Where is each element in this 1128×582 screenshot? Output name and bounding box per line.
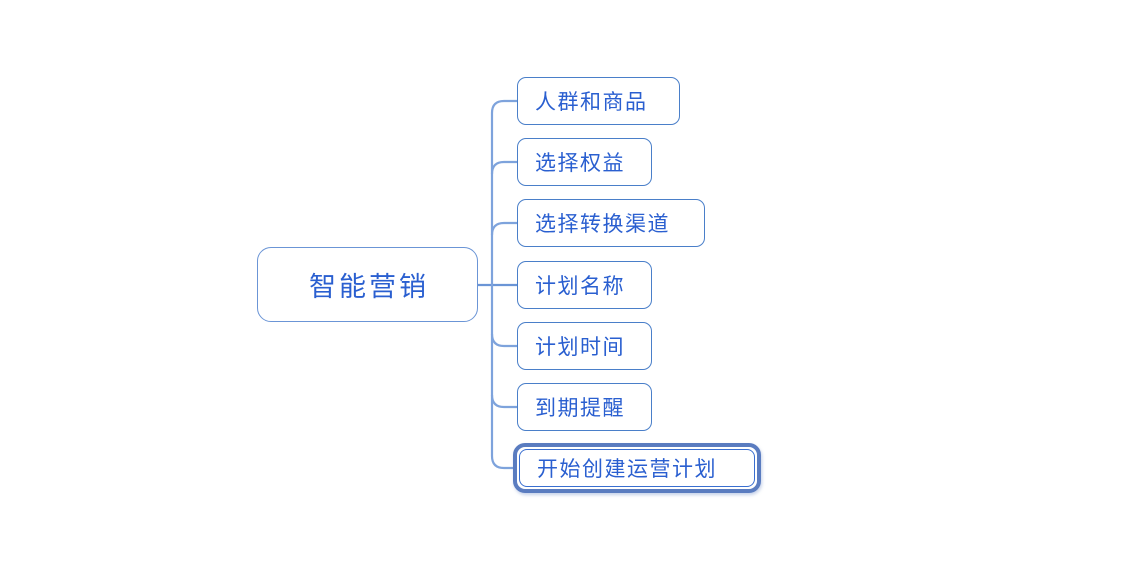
node-jihua-shijian[interactable]: 计划时间: [517, 322, 652, 370]
node-renqun-he-shangpin[interactable]: 人群和商品: [517, 77, 680, 125]
node-label: 开始创建运营计划: [537, 458, 717, 481]
node-xuanze-zhuanhuan-qudao[interactable]: 选择转换渠道: [517, 199, 705, 247]
connector-branch-2: [490, 160, 517, 175]
connector-branch-1: [490, 99, 517, 114]
node-label: 人群和商品: [535, 91, 648, 114]
node-label: 到期提醒: [535, 397, 625, 420]
root-node[interactable]: 智能营销: [257, 247, 478, 322]
node-label: 选择权益: [535, 152, 625, 175]
connector-branch-5: [490, 333, 517, 348]
connector-branch-3: [490, 221, 517, 236]
node-kaishi-chuangjian-yunying-jihua[interactable]: 开始创建运营计划: [519, 449, 755, 487]
node-jihua-mingcheng[interactable]: 计划名称: [517, 261, 652, 309]
node-label: 选择转换渠道: [535, 213, 670, 236]
root-node-label: 智能营销: [309, 272, 429, 302]
node-label: 计划时间: [535, 336, 625, 359]
node-xuanze-quanyi[interactable]: 选择权益: [517, 138, 652, 186]
connector-branch-6: [490, 394, 517, 409]
node-daoqi-tixing[interactable]: 到期提醒: [517, 383, 652, 431]
node-label: 计划名称: [535, 275, 625, 298]
